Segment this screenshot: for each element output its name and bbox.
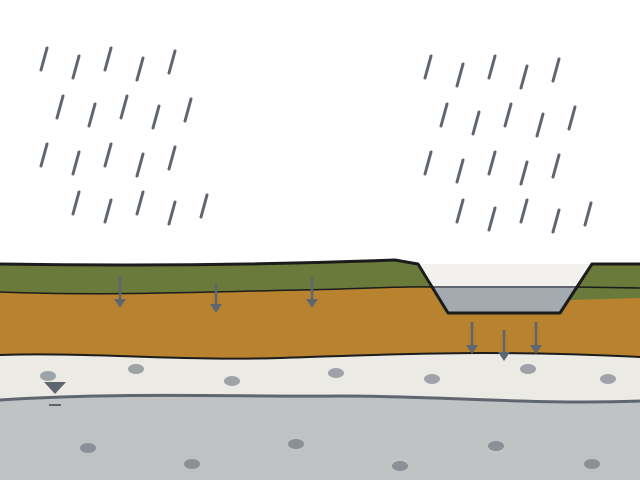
rain-streak [519,198,529,224]
pebble [224,376,240,386]
rain-streak [487,150,497,176]
rain-streak [423,54,433,80]
rain-streak [583,201,593,227]
rain-streaks-icon-right [423,54,593,234]
rain-streak [167,49,177,75]
rain-streak [71,54,81,80]
rain-streak [135,190,145,216]
grass-topsoil-layer-left [0,260,432,294]
water-table-line [0,393,640,404]
rain-streak [119,94,129,120]
pebble [128,364,144,374]
rain-streak [103,142,113,168]
rain-streak [135,152,145,178]
rain-streak [39,46,49,72]
pebble [424,374,440,384]
soil-layer [0,286,640,359]
down-arrow-icon [114,276,126,308]
rain-streak [167,200,177,226]
pebble [184,459,200,469]
grass-soil-boundary [0,286,640,295]
sand-layer [0,353,640,403]
rain-streak [455,198,465,224]
rain-streak [519,160,529,186]
rain-streak [103,198,113,224]
rain-streak [87,102,97,128]
rain-streak [71,150,81,176]
rain-streak [183,97,193,123]
rain-streak [503,102,513,128]
rain-streak [39,142,49,168]
rain-streak [55,94,65,120]
pebble [392,461,408,471]
down-arrow-icon [210,283,222,313]
down-arrow-icon [530,322,542,354]
pond-water [432,287,576,313]
rain-streak [151,104,161,130]
pebble [520,364,536,374]
rain-streak [519,64,529,90]
pebble [488,441,504,451]
ground-surface-outline [0,258,640,315]
pebble [600,374,616,384]
rain-streak [535,112,545,138]
rain-streak [455,158,465,184]
pond-excavation [418,264,592,287]
pebble [80,443,96,453]
pebble [40,371,56,381]
rain-streak [455,62,465,88]
rain-streak [487,206,497,232]
saturated-bedrock-layer [0,395,640,480]
pebble [288,439,304,449]
rain-streak [135,56,145,82]
rain-streak [423,150,433,176]
infiltration-arrows [114,276,542,361]
rain-streaks-icon-left [39,46,209,226]
sand-pebbles [40,364,616,386]
rain-streak [567,105,577,131]
pebble [584,459,600,469]
rain-streak [439,102,449,128]
rain-streak [551,208,561,234]
rain-streak [487,54,497,80]
rain-streak [199,193,209,219]
pebble [328,368,344,378]
rain-streak [551,57,561,83]
down-arrow-icon [498,330,510,361]
water-table-triangle-icon [44,382,66,406]
rain-streak [167,145,177,171]
rain-streak [471,110,481,136]
bedrock-pebbles [80,439,600,471]
down-arrow-icon [466,322,478,354]
soil-sand-boundary [0,352,640,360]
down-arrow-icon [306,277,318,308]
rain-streak [71,190,81,216]
rain-streak [103,46,113,72]
rain-streak [551,153,561,179]
